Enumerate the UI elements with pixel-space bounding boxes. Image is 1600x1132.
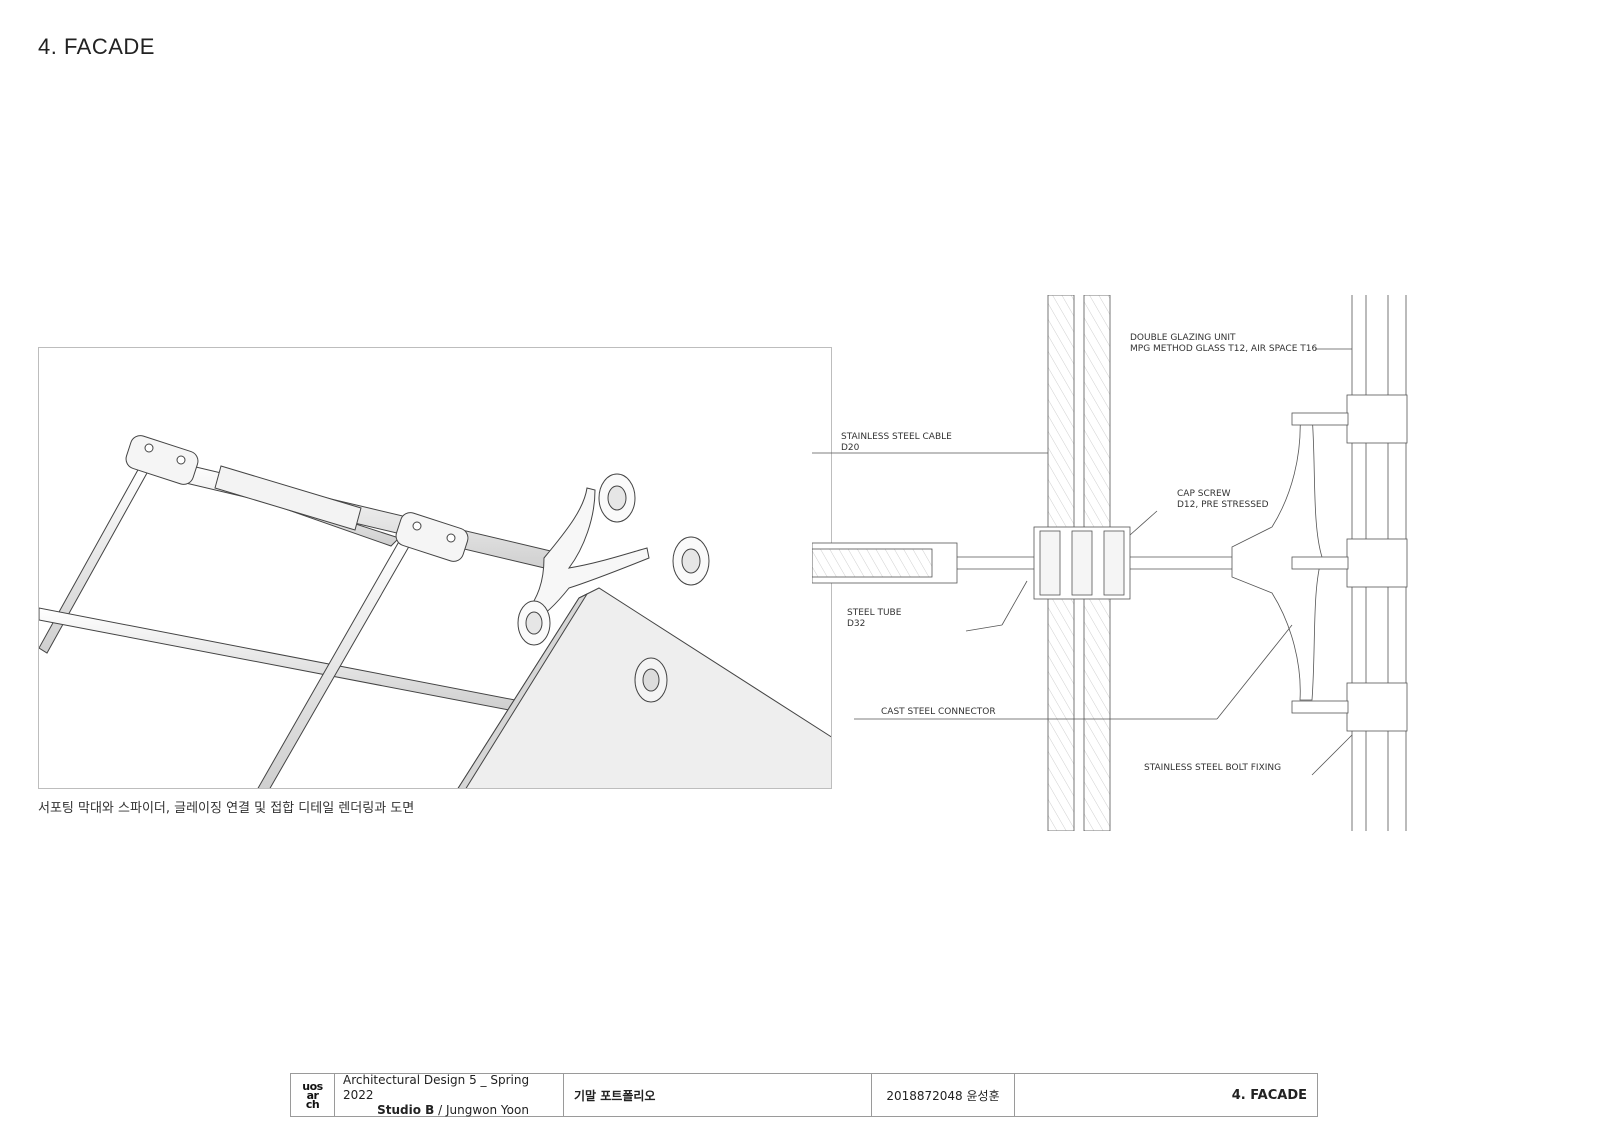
label-cast-steel-connector: CAST STEEL CONNECTOR [881, 707, 996, 717]
logo-line-2: ar [306, 1088, 319, 1102]
label-stainless-cable-line2: D20 [841, 443, 860, 453]
label-bolt-fixing: STAINLESS STEEL BOLT FIXING [1144, 763, 1282, 773]
label-stainless-cable-line1: STAINLESS STEEL CABLE [841, 432, 952, 442]
title-block: uos ar ch Architectural Design 5 _ Sprin… [290, 1073, 1318, 1117]
label-stainless-cable: STAINLESS STEEL CABLE D20 [841, 432, 952, 454]
detail-linework [811, 294, 1408, 832]
rendering-caption: 서포팅 막대와 스파이더, 글레이징 연결 및 접합 디테일 렌더링과 도면 [38, 801, 415, 816]
label-steel-tube-line2: D32 [847, 619, 866, 629]
logo-line-1: uos [302, 1079, 323, 1093]
uos-arch-logo: uos ar ch [302, 1079, 323, 1111]
spider-rendering [38, 347, 832, 789]
label-cap-screw-line2: D12, PRE STRESSED [1177, 500, 1269, 510]
label-double-glazing-line1: DOUBLE GLAZING UNIT [1130, 333, 1236, 343]
label-cap-screw-line1: CAP SCREW [1177, 489, 1231, 499]
course-title: Architectural Design 5 _ Spring 2022 [343, 1072, 530, 1102]
logo-cell: uos ar ch [291, 1074, 335, 1116]
label-double-glazing-line2: MPG METHOD GLASS T12, AIR SPACE T16 [1130, 344, 1318, 354]
studio-name: Studio B [377, 1102, 435, 1117]
spider-rendering-drawing [39, 435, 831, 788]
label-double-glazing: DOUBLE GLAZING UNIT MPG METHOD GLASS T12… [1130, 333, 1317, 355]
instructor-name: / Jungwon Yoon [434, 1102, 529, 1117]
label-cap-screw: CAP SCREW D12, PRE STRESSED [1177, 489, 1269, 511]
subject-cell: 기말 포트폴리오 [564, 1074, 872, 1116]
student-id-cell: 2018872048 윤성훈 [872, 1074, 1015, 1116]
page-title: 4. FACADE [38, 34, 155, 59]
course-cell: Architectural Design 5 _ Spring 2022 Stu… [335, 1072, 564, 1118]
section-detail-drawing: DOUBLE GLAZING UNIT MPG METHOD GLASS T12… [811, 294, 1412, 832]
logo-line-3: ch [305, 1097, 320, 1111]
studio-line: Studio B / Jungwon Yoon [377, 1103, 529, 1118]
label-steel-tube: STEEL TUBE D32 [847, 608, 901, 630]
label-steel-tube-line1: STEEL TUBE [847, 608, 902, 618]
section-title-cell: 4. FACADE [1231, 1087, 1307, 1103]
